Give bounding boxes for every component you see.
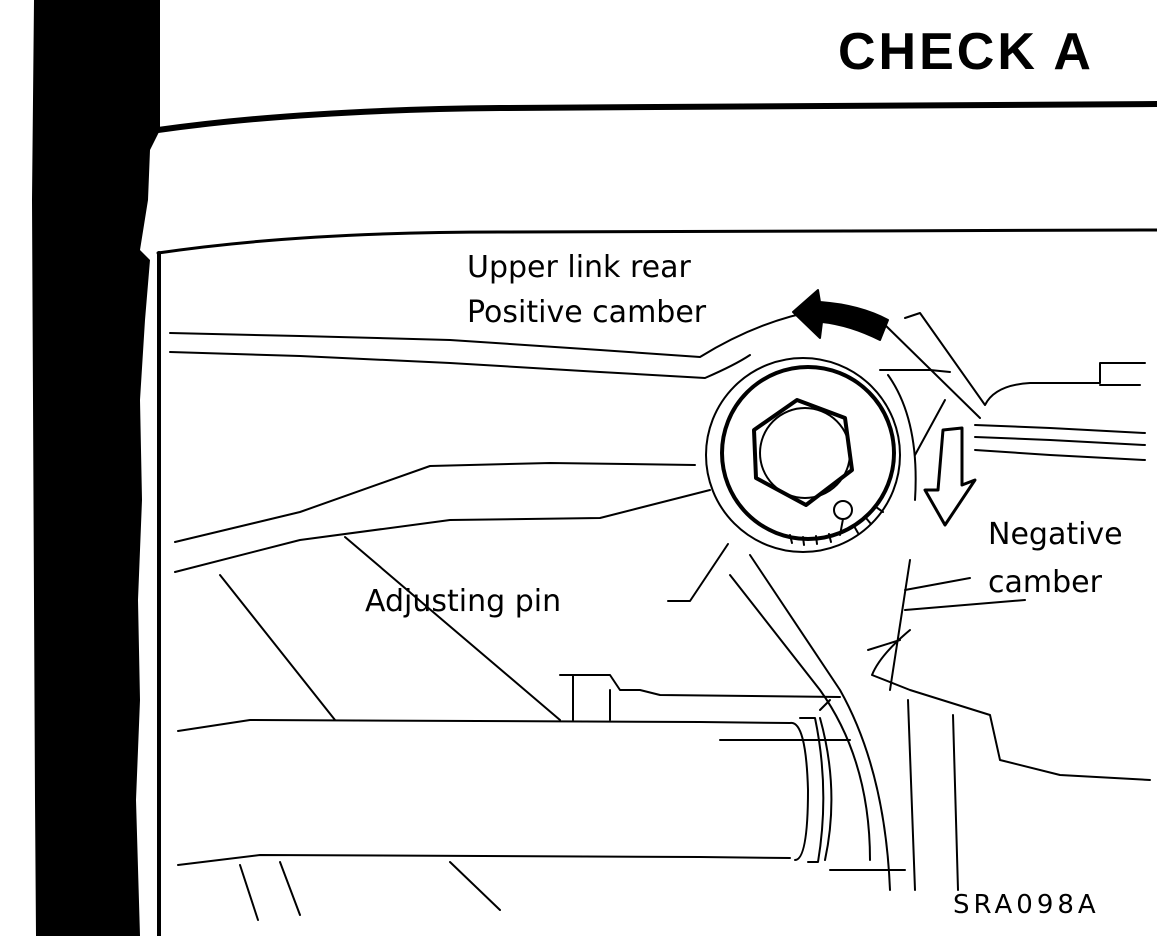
section-heading: CHECK A [838,23,1094,81]
label-adjusting-pin: Adjusting pin [365,584,562,619]
upper-link-arm [169,309,821,721]
scale-ticks [789,506,884,546]
figure-frame-top [156,228,1157,255]
negative-camber-arrow-icon [923,426,977,527]
figure-code: SRA098A [953,890,1100,920]
positive-camber-arrow-icon [792,289,889,341]
hex-bolt [752,398,854,507]
label-negative-camber-1: Negative [988,517,1123,552]
label-upper-link-rear: Upper link rear [467,250,691,285]
knuckle-bracket [867,312,1151,891]
label-negative-camber-2: camber [988,565,1102,600]
heading-underline [155,101,1157,133]
adjusting-pin-leader [667,543,729,602]
lower-cylinder [177,674,906,871]
adjusting-pin-eccentric [705,357,901,553]
page-binding-shadow [32,0,160,936]
strut-links [239,554,911,921]
label-positive-camber: Positive camber [467,295,707,330]
